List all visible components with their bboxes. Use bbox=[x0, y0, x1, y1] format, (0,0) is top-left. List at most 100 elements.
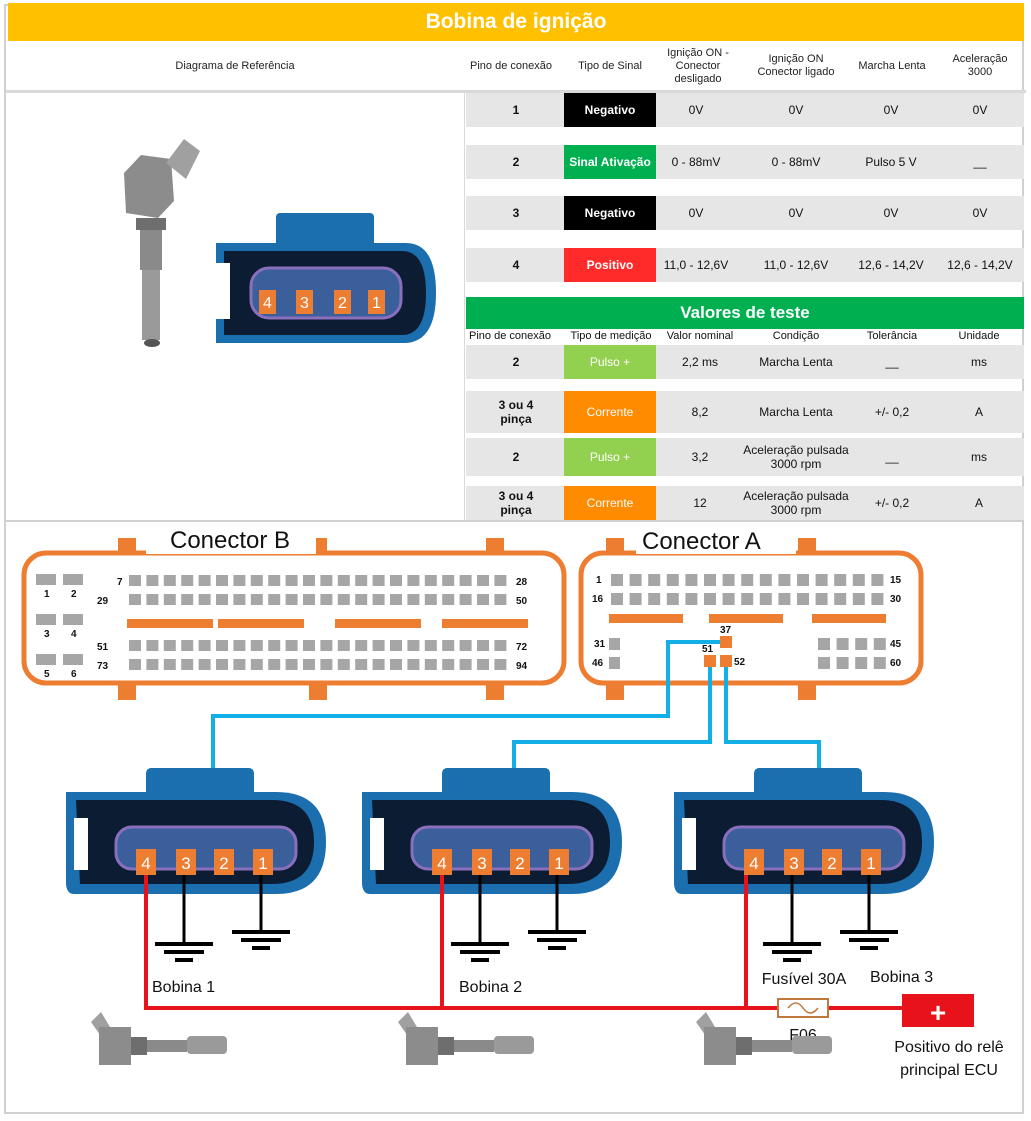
connector-b-pin bbox=[63, 614, 83, 625]
connector-b-pin bbox=[372, 640, 385, 651]
connector-b-pin-label: 1 bbox=[44, 589, 50, 600]
coil-pin-label: 3 bbox=[181, 854, 190, 873]
connector-b-pin bbox=[36, 614, 56, 625]
coil-pin-label: 3 bbox=[477, 854, 486, 873]
connector-b-pin bbox=[181, 659, 194, 670]
connector-b-pin bbox=[181, 640, 194, 651]
tolerance-value: +/- 0,2 bbox=[874, 496, 910, 510]
connector-a-key bbox=[812, 614, 886, 623]
power-label-line1: Positivo do relê bbox=[894, 1039, 1003, 1056]
connector-b-pin bbox=[198, 640, 211, 651]
connector-a-pin bbox=[666, 593, 679, 605]
ground-icon bbox=[232, 930, 290, 950]
connector-a-pin bbox=[685, 593, 698, 605]
connector-a-pin bbox=[666, 574, 679, 586]
connector-b-pin bbox=[407, 594, 420, 605]
connector-a-pin bbox=[778, 574, 791, 586]
connector-b-pin bbox=[216, 659, 228, 670]
connector-b-pin bbox=[216, 640, 228, 651]
connector-b-key bbox=[218, 619, 304, 628]
connector-b-pin bbox=[390, 575, 402, 586]
connector-b-pin bbox=[355, 640, 368, 651]
ground-icon bbox=[528, 930, 586, 950]
connector-b-pin bbox=[494, 640, 507, 651]
connector-b-pin bbox=[372, 575, 385, 586]
connector-b-pin bbox=[146, 640, 159, 651]
connector-a-pin bbox=[818, 638, 830, 650]
condition-value: Marcha Lenta bbox=[759, 355, 833, 369]
reference-diagram-panel: 4 3 2 1 bbox=[6, 93, 465, 520]
ground-icon bbox=[763, 942, 821, 962]
connector-b-pin bbox=[337, 575, 350, 586]
connector-b-key bbox=[127, 619, 213, 628]
connector-b-pin bbox=[407, 659, 420, 670]
connector-b-pin bbox=[355, 594, 368, 605]
signal-type-badge: Positivo bbox=[564, 248, 656, 282]
connector-b-pin bbox=[216, 575, 228, 586]
coil-pin-tag bbox=[214, 849, 234, 875]
unit-value: A bbox=[974, 496, 983, 510]
connector-b-pin-label: 5 bbox=[44, 669, 50, 680]
connector-b-pin bbox=[459, 594, 472, 605]
signal-wire-coil-1 bbox=[211, 640, 720, 827]
nominal-value: 3,2 bbox=[691, 450, 709, 464]
condition-value: Marcha Lenta bbox=[759, 405, 833, 419]
ref-pin-1: 1 bbox=[372, 295, 381, 312]
coil-pin-tag bbox=[784, 849, 804, 875]
connector-b-pin bbox=[285, 640, 298, 651]
connector-a-pin bbox=[873, 638, 886, 650]
ign-off-value: 11,0 - 12,6V bbox=[663, 258, 729, 272]
connector-b-pin bbox=[129, 594, 141, 605]
connector-b-pin bbox=[129, 575, 141, 586]
pin-37-label: 37 bbox=[720, 625, 732, 636]
connector-a-row-label: 60 bbox=[890, 658, 902, 669]
connector-a-pin-52 bbox=[720, 655, 732, 667]
coil-pin-label: 1 bbox=[258, 854, 267, 873]
unit-value: ms bbox=[971, 450, 987, 464]
connector-b-row-label: 51 bbox=[97, 642, 109, 653]
connector-b-pin bbox=[181, 575, 194, 586]
condition-value: Aceleração pulsada 3000 rpm bbox=[743, 443, 849, 471]
connector-b-label: Conector B bbox=[170, 527, 290, 554]
connector-a-pin bbox=[778, 593, 791, 605]
coil-pin-label: 1 bbox=[554, 854, 563, 873]
connector-b-pin bbox=[372, 594, 385, 605]
ign-on-value: 11,0 - 12,6V bbox=[763, 258, 829, 272]
coil-pin-tag bbox=[510, 849, 530, 875]
connector-b-pin bbox=[63, 654, 83, 665]
connector-a-pin bbox=[741, 574, 754, 586]
connector-a-pin bbox=[704, 593, 716, 605]
connector-b-pin bbox=[146, 594, 159, 605]
tv-pin: 3 ou 4 pinça bbox=[498, 489, 534, 517]
unit-value: ms bbox=[971, 355, 987, 369]
ign-on-value: 0 - 88mV bbox=[771, 155, 821, 169]
idle-value: 12,6 - 14,2V bbox=[858, 258, 924, 272]
connector-b-pin bbox=[198, 659, 211, 670]
ground-icon bbox=[840, 930, 898, 950]
connector-a-pin bbox=[609, 657, 620, 669]
connector-b-pin bbox=[372, 659, 385, 670]
connector-b-pin bbox=[250, 575, 263, 586]
connector-b-pin-label: 4 bbox=[71, 629, 77, 640]
power-wire-main bbox=[144, 875, 778, 1010]
connector-a-pin bbox=[852, 574, 865, 586]
connector-b-pin bbox=[268, 594, 281, 605]
connector-b-pin bbox=[268, 575, 281, 586]
connector-a-pin bbox=[611, 593, 623, 605]
connector-b-pin bbox=[303, 640, 315, 651]
tv-header-condition: Condição bbox=[772, 330, 820, 342]
ground-icon bbox=[451, 942, 509, 962]
connector-b-row-label: 72 bbox=[516, 642, 528, 653]
connector-a-row-label: 15 bbox=[890, 575, 902, 586]
connector-a-key bbox=[709, 614, 783, 623]
header-ign-off: Ignição ON - Conector desligado bbox=[667, 46, 729, 85]
measurement-type-badge: Pulso + bbox=[564, 345, 656, 379]
connector-a-pin bbox=[797, 574, 809, 586]
